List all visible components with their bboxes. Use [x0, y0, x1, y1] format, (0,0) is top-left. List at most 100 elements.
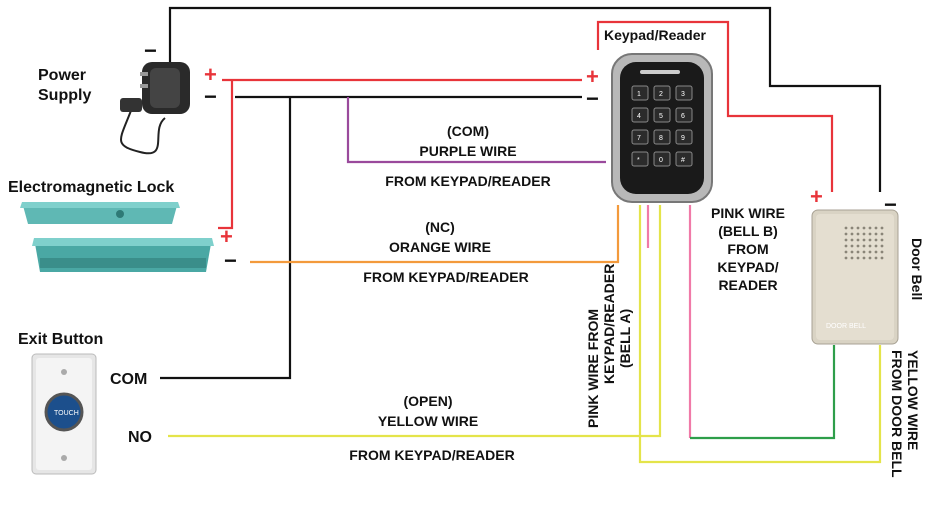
grille-hole	[868, 250, 872, 254]
grille-hole	[856, 244, 860, 248]
red-wire-doorbell	[596, 20, 834, 192]
exit-button[interactable]: TOUCH	[31, 353, 97, 475]
bell-plus: +	[810, 184, 823, 209]
com-wire-label-3: FROM KEYPAD/READER	[385, 173, 550, 189]
grille-hole	[880, 244, 884, 248]
yellow-wire-bell	[638, 205, 882, 464]
grille-hole	[880, 232, 884, 236]
keypad-key-label: 0	[659, 157, 663, 164]
keypad-key-label: 1	[637, 91, 641, 98]
keypad-key[interactable]	[675, 85, 693, 101]
exit-button-face-text: TOUCH	[54, 410, 79, 417]
grille-hole	[850, 244, 854, 248]
green-wire-bell	[690, 345, 836, 440]
lock-plus: +	[220, 224, 233, 249]
grille-hole	[874, 226, 878, 230]
psu-minus-2: −	[204, 84, 217, 109]
exit-button-label: Exit Button	[18, 331, 103, 348]
keypad-key-label: 6	[681, 113, 685, 120]
keypad-key[interactable]	[653, 85, 671, 101]
bell-b-label-1: PINK WIRE	[711, 205, 785, 221]
keypad-key[interactable]	[631, 151, 649, 167]
grille-hole	[844, 232, 848, 236]
purple-wire	[346, 97, 606, 164]
keypad-key-label: 5	[659, 113, 663, 120]
keypad-key[interactable]	[653, 151, 671, 167]
yellow-bell-label-1: YELLOW WIRE	[905, 350, 921, 450]
door-bell: DOOR BELL	[811, 209, 899, 345]
grille-hole	[844, 244, 848, 248]
grille-hole	[868, 244, 872, 248]
keypad-key-label: *	[637, 157, 640, 164]
grille-hole	[856, 232, 860, 236]
nc-wire-label-3: FROM KEYPAD/READER	[363, 269, 528, 285]
psu-minus: −	[144, 38, 157, 63]
grille-hole	[844, 250, 848, 254]
grille-hole	[874, 238, 878, 242]
grille-hole	[844, 238, 848, 242]
keypad-plus: +	[586, 64, 599, 89]
grille-hole	[856, 250, 860, 254]
keypad-key-label: 4	[637, 113, 641, 120]
keypad-key[interactable]	[631, 129, 649, 145]
power-supply	[120, 62, 190, 155]
grille-hole	[868, 238, 872, 242]
yellow-wire-open	[168, 205, 662, 438]
open-wire-label-2: YELLOW WIRE	[378, 413, 478, 429]
grille-hole	[856, 256, 860, 260]
no-terminal: NO	[128, 429, 152, 446]
bell-b-label-4: KEYPAD/	[717, 259, 778, 275]
nc-wire-label-2: ORANGE WIRE	[389, 239, 491, 255]
grille-hole	[862, 232, 866, 236]
open-wire-label-3: FROM KEYPAD/READER	[349, 447, 514, 463]
keypad-key[interactable]	[675, 107, 693, 123]
psu-plus: +	[204, 62, 217, 87]
grille-hole	[874, 250, 878, 254]
bell-a-label-2: KEYPAD/READER	[601, 264, 617, 384]
grille-hole	[862, 238, 866, 242]
grille-hole	[850, 232, 854, 236]
keypad-key-label: 3	[681, 91, 685, 98]
exit-button-face[interactable]	[44, 392, 84, 432]
keypad-key[interactable]	[653, 107, 671, 123]
power-supply-cord	[120, 107, 166, 155]
bell-a-label-1: PINK WIRE FROM	[585, 309, 601, 428]
em-lock-label: Electromagnetic Lock	[8, 179, 174, 196]
power-supply-label-1: Power	[38, 67, 86, 84]
com-terminal: COM	[110, 371, 147, 388]
grille-hole	[868, 232, 872, 236]
keypad-key[interactable]	[675, 151, 693, 167]
power-supply-label-2: Supply	[38, 87, 91, 104]
black-wire-com	[160, 97, 292, 380]
grille-hole	[868, 226, 872, 230]
com-wire-label-1: (COM)	[447, 123, 489, 139]
grille-hole	[880, 250, 884, 254]
keypad-label: Keypad/Reader	[604, 27, 706, 43]
bell-b-label-2: (BELL B)	[718, 223, 778, 239]
grille-hole	[862, 226, 866, 230]
orange-wire	[250, 205, 620, 264]
keypad-key[interactable]	[675, 129, 693, 145]
grille-hole	[844, 226, 848, 230]
black-wire-top	[168, 6, 882, 192]
grille-hole	[850, 250, 854, 254]
keypad-key-label: 9	[681, 135, 685, 142]
bell-a-label-3: (BELL A)	[617, 309, 633, 368]
grille-hole	[874, 232, 878, 236]
keypad-key[interactable]	[631, 107, 649, 123]
em-lock	[20, 202, 214, 272]
keypad-key[interactable]	[631, 85, 649, 101]
grille-hole	[844, 256, 848, 260]
yellow-bell-label-2: FROM DOOR BELL	[889, 350, 905, 478]
keypad-key-label: #	[681, 157, 685, 164]
door-bell-grille	[844, 226, 884, 260]
bell-b-label-5: READER	[718, 277, 777, 293]
grille-hole	[862, 256, 866, 260]
grille-hole	[862, 250, 866, 254]
grille-hole	[874, 244, 878, 248]
keypad-key[interactable]	[653, 129, 671, 145]
grille-hole	[850, 238, 854, 242]
